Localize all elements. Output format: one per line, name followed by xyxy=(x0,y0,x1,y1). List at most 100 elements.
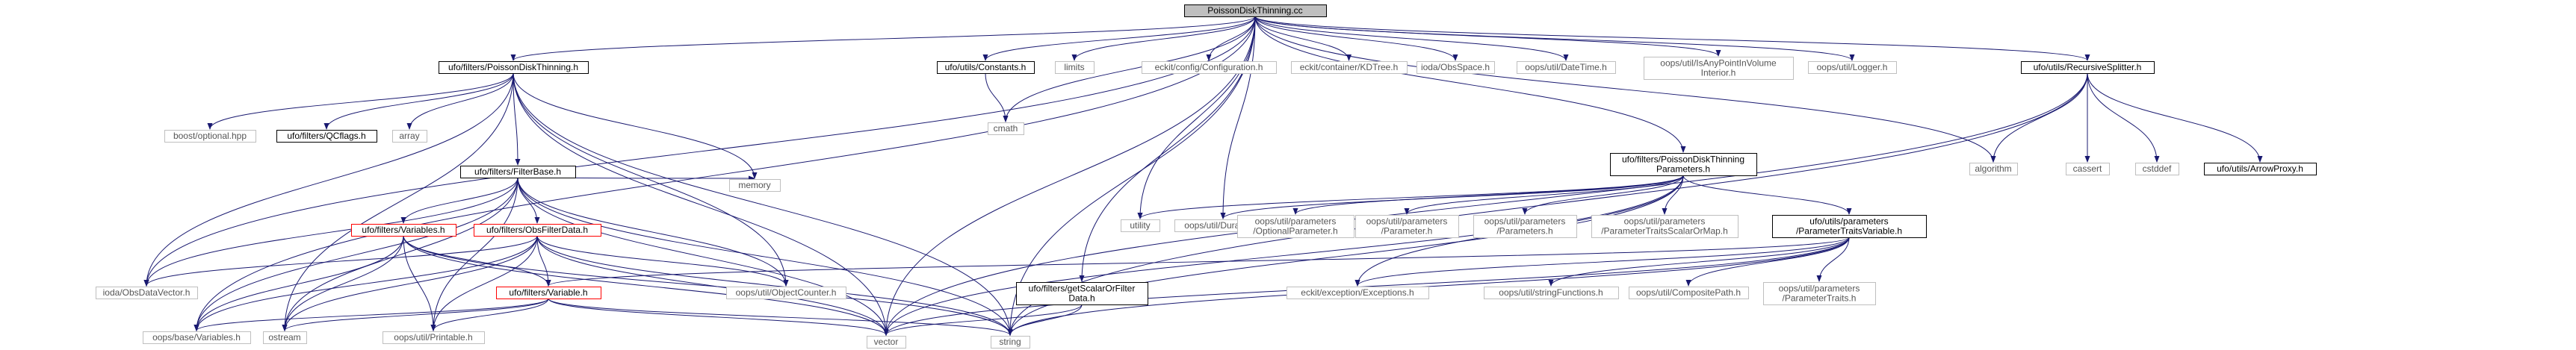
node-box xyxy=(351,224,456,237)
node-boost_opt: boost/optional.hpp xyxy=(164,130,256,143)
node-label: oops/util/DateTime.h xyxy=(1525,62,1607,72)
edge-root-to-datetime_h xyxy=(1254,16,1569,61)
node-memory: memory xyxy=(729,179,781,192)
node-variable_h[interactable]: ufo/filters/Variable.h xyxy=(496,287,601,299)
node-box xyxy=(1237,215,1354,238)
node-box xyxy=(276,130,377,143)
edge-pdt_h-to-obsdatavector_h xyxy=(143,72,514,287)
node-label: memory xyxy=(738,180,770,190)
edge-obsfilterdata_h-to-objcounter_h xyxy=(536,235,789,287)
node-box xyxy=(2204,163,2317,175)
edge-variable_h-to-ostream xyxy=(282,298,549,331)
node-label: ufo/utils/parameters xyxy=(1809,216,1888,227)
edge-pdt_params_h-to-param_h xyxy=(1404,175,1684,215)
node-box xyxy=(460,166,576,178)
edge-root-to-recsplit_h xyxy=(1254,16,2090,61)
node-label: algorithm xyxy=(1975,163,2011,174)
edge-filterbase_h-to-ostream xyxy=(282,177,518,331)
node-label: ufo/filters/getScalarOrFilter xyxy=(1029,284,1136,294)
node-label: cmath xyxy=(994,123,1018,134)
node-ptvar_h[interactable]: ufo/utils/parameters/ParameterTraitsVari… xyxy=(1772,215,1927,238)
node-exceptions_h: eckit/exception/Exceptions.h xyxy=(1287,287,1429,299)
node-label: ufo/filters/PoissonDiskThinning.h xyxy=(448,62,578,72)
node-box xyxy=(392,130,427,143)
node-label: /ParameterTraitsScalarOrMap.h xyxy=(1601,226,1728,237)
edge-root-to-limits xyxy=(1071,16,1256,61)
nodes-layer: PoissonDiskThinning.cc ufo/filters/Poisso… xyxy=(96,4,2317,349)
node-box xyxy=(1772,215,1927,238)
node-label: oops/util/stringFunctions.h xyxy=(1499,287,1603,298)
node-box xyxy=(439,61,589,74)
node-filterbase_h[interactable]: ufo/filters/FilterBase.h xyxy=(460,166,576,178)
node-label: oops/util/Logger.h xyxy=(1817,62,1888,72)
edge-ptvar_h-to-exceptions_h xyxy=(1354,237,1850,287)
node-obsdatavector_h: ioda/ObsDataVector.h xyxy=(96,287,198,299)
edge-getscalar_h-to-string xyxy=(1007,304,1083,336)
node-label: Parameters.h xyxy=(1656,164,1710,175)
node-label: oops/util/parameters xyxy=(1624,216,1706,227)
edge-obsfilterdata_h-to-string xyxy=(536,235,1013,336)
node-label: ufo/filters/PoissonDiskThinning xyxy=(1622,154,1744,165)
node-label: ufo/filters/QCflags.h xyxy=(287,131,365,141)
node-label: ufo/utils/ArrowProxy.h xyxy=(2217,163,2303,174)
node-label: oops/util/ObjectCounter.h xyxy=(736,287,837,298)
node-pdt_params_h[interactable]: ufo/filters/PoissonDiskThinningParameter… xyxy=(1610,153,1757,176)
node-variables_h[interactable]: ufo/filters/Variables.h xyxy=(351,224,456,237)
node-box xyxy=(1969,163,2018,175)
edge-obsfilterdata_h-to-variable_h xyxy=(536,235,551,287)
edge-root-to-obsspace_h xyxy=(1254,16,1458,61)
node-cstddef: cstddef xyxy=(2135,163,2179,175)
node-arrowproxy_h[interactable]: ufo/utils/ArrowProxy.h xyxy=(2204,163,2317,175)
node-box xyxy=(1287,287,1429,299)
edge-root-to-pdt_params_h xyxy=(1254,16,1686,153)
node-label: /Parameter.h xyxy=(1381,226,1433,237)
edge-variable_h-to-string xyxy=(548,298,1013,336)
node-cassert: cassert xyxy=(2066,163,2110,175)
node-label: oops/util/Printable.h xyxy=(394,332,472,343)
node-label: /ParameterTraits.h xyxy=(1783,293,1857,304)
node-box xyxy=(1473,215,1577,238)
node-box xyxy=(1484,287,1619,299)
node-box xyxy=(1055,61,1095,74)
edge-filterbase_h-to-variables_h xyxy=(400,177,518,224)
node-label: ufo/utils/Constants.h xyxy=(945,62,1027,72)
node-qcflags_h[interactable]: ufo/filters/QCflags.h xyxy=(276,130,377,143)
node-box xyxy=(1644,57,1794,80)
node-label: oops/util/parameters xyxy=(1255,216,1337,227)
node-recsplit_h[interactable]: ufo/utils/RecursiveSplitter.h xyxy=(2021,61,2155,74)
node-box xyxy=(143,331,251,344)
node-params_h: oops/util/parameters/Parameters.h xyxy=(1473,215,1577,238)
node-constants_h[interactable]: ufo/utils/Constants.h xyxy=(937,61,1035,74)
node-vector: vector xyxy=(867,336,906,349)
node-obsfilterdata_h[interactable]: ufo/filters/ObsFilterData.h xyxy=(474,224,601,237)
node-pdt_h[interactable]: ufo/filters/PoissonDiskThinning.h xyxy=(439,61,589,74)
node-root[interactable]: PoissonDiskThinning.cc xyxy=(1184,4,1327,17)
edge-pdt_params_h-to-utility xyxy=(1137,175,1684,219)
edge-obsfilterdata_h-to-obsdatavector_h xyxy=(143,235,538,287)
edge-root-to-pdt_h xyxy=(510,16,1256,61)
node-box xyxy=(1610,153,1757,176)
node-label: ufo/filters/ObsFilterData.h xyxy=(486,225,588,235)
node-box xyxy=(1291,61,1408,74)
node-box xyxy=(2066,163,2110,175)
edge-pdt_params_h-to-string xyxy=(1007,175,1684,336)
edge-recsplit_h-to-algorithm xyxy=(1990,72,2088,163)
node-label: oops/util/parameters xyxy=(1366,216,1448,227)
node-box xyxy=(1763,282,1876,305)
node-stringfuncs_h: oops/util/stringFunctions.h xyxy=(1484,287,1619,299)
node-string: string xyxy=(991,336,1030,349)
edge-variables_h-to-ostream xyxy=(282,235,404,331)
node-label: Data.h xyxy=(1068,293,1095,304)
node-label: ufo/filters/Variable.h xyxy=(509,287,587,298)
node-box xyxy=(496,287,601,299)
node-ostream: ostream xyxy=(263,331,307,344)
edge-pdt_h-to-array xyxy=(406,72,514,130)
edge-root-to-constants_h xyxy=(982,16,1256,61)
edge-ptvar_h-to-vector xyxy=(883,237,1850,336)
node-box xyxy=(1121,219,1160,232)
edge-variables_h-to-printable_h xyxy=(403,235,436,331)
node-label: utility xyxy=(1130,220,1150,231)
